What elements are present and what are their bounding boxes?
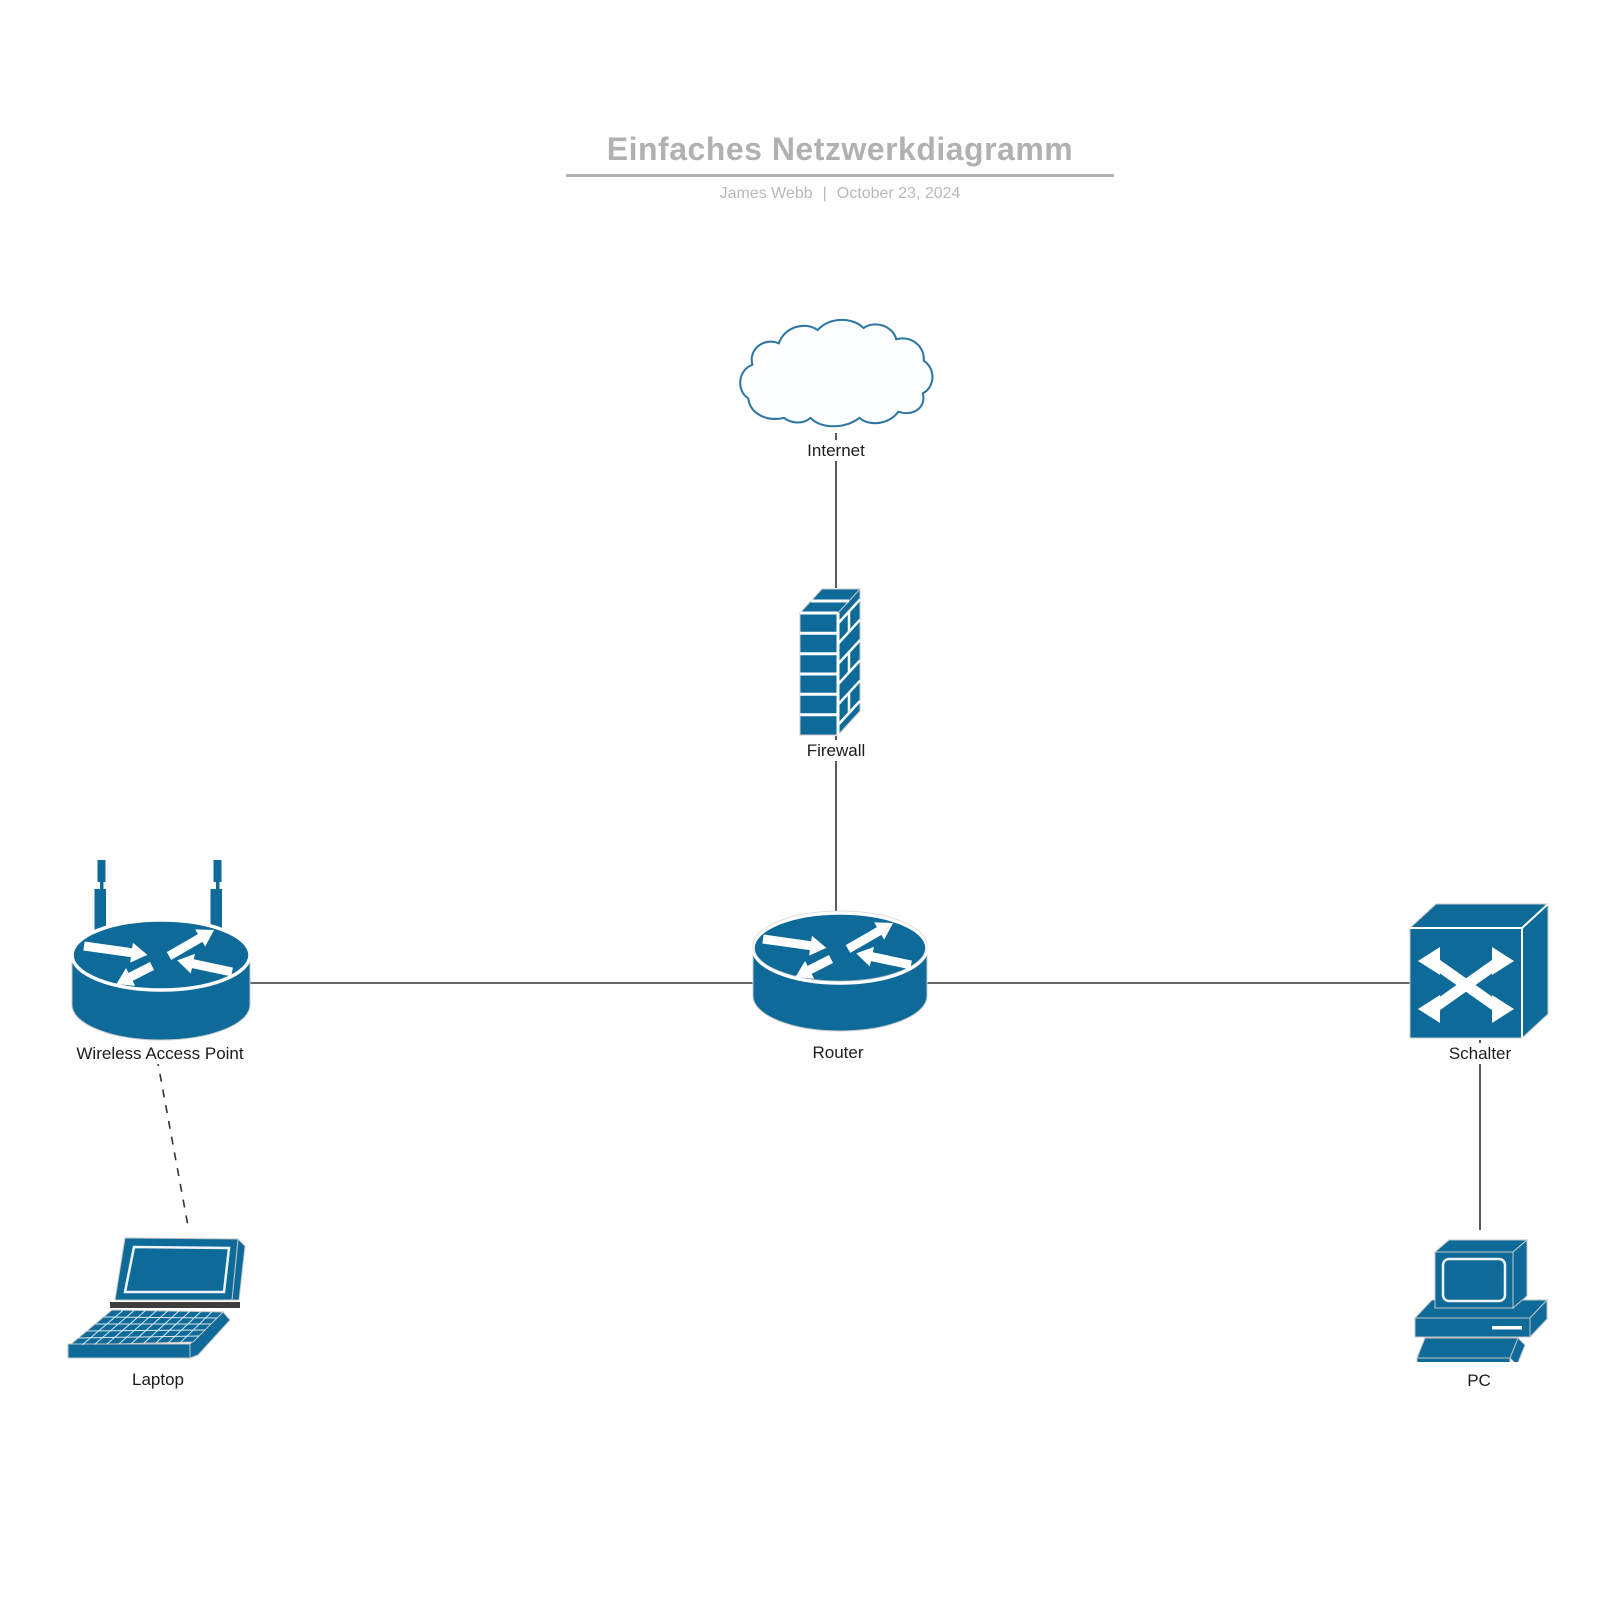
node-router[interactable] [751, 909, 929, 1035]
diagram-date: October 23, 2024 [836, 185, 961, 202]
diagram-header: Einfaches Netzwerkdiagramm James Webb | Oc… [480, 132, 1200, 203]
page-title: Einfaches Netzwerkdiagramm [606, 131, 1074, 167]
node-schalter[interactable] [1408, 884, 1550, 1040]
switch-icon [1408, 902, 1550, 1040]
node-label-laptop: Laptop [128, 1369, 188, 1390]
node-label-internet: Internet [803, 440, 869, 461]
author-name: James Webb [719, 185, 813, 202]
cloud-icon [739, 318, 934, 428]
edge-wap-laptop-wireless [156, 1057, 189, 1227]
subtitle-divider: | [822, 185, 827, 202]
node-pc[interactable] [1382, 1228, 1550, 1366]
node-wireless-access-point[interactable] [70, 842, 252, 1042]
title-rule [566, 174, 1114, 177]
laptop-icon [67, 1237, 246, 1359]
node-label-router: Router [808, 1042, 868, 1063]
node-internet[interactable] [736, 318, 936, 434]
node-label-pc: PC [1463, 1370, 1495, 1391]
wireless-access-point-icon [70, 860, 252, 1041]
node-label-firewall: Firewall [802, 740, 870, 761]
subtitle: James Webb | October 23, 2024 [480, 185, 1200, 203]
node-firewall[interactable] [778, 584, 870, 762]
node-laptop[interactable] [62, 1208, 252, 1360]
node-label-schalter: Schalter [1444, 1043, 1516, 1064]
node-label-wireless-access-point: Wireless Access Point [72, 1043, 248, 1064]
firewall-icon [798, 587, 862, 737]
router-icon [751, 910, 929, 1032]
pc-icon [1413, 1238, 1549, 1366]
